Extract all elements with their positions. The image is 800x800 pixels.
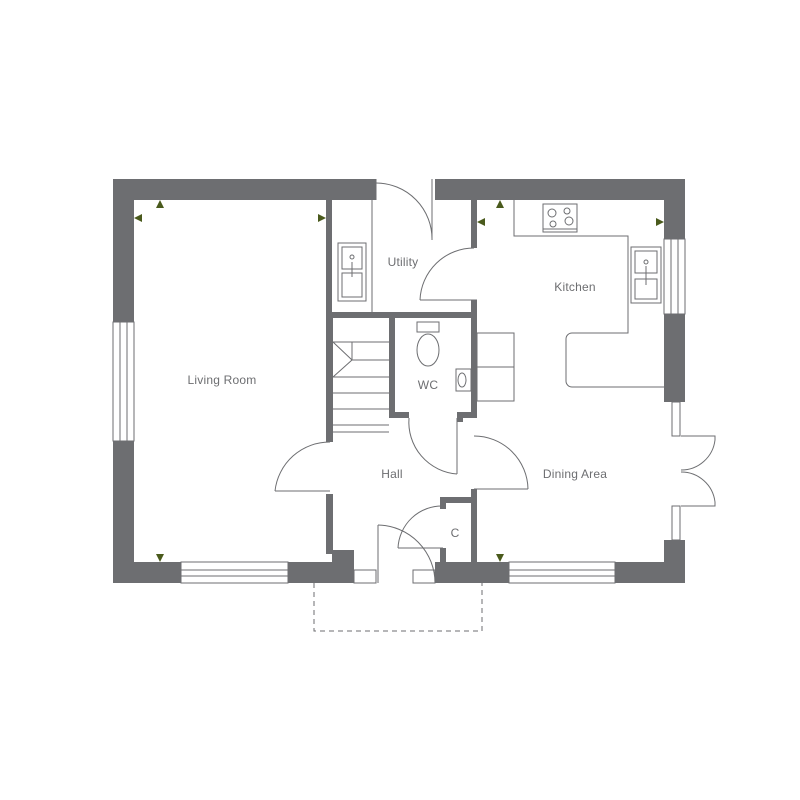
window-icon [112,238,686,584]
porch-canopy-outline [313,583,483,632]
basin-icon [455,368,472,392]
staircase-icon [332,341,389,433]
interior-walls [326,200,477,568]
door-swing-icon [274,179,716,584]
room-label-kitchen: Kitchen [554,280,595,294]
sink-icon [630,246,662,304]
exterior-walls [113,179,685,583]
room-label-wc: WC [418,378,439,392]
toilet-icon [416,321,440,367]
room-label-living-room: Living Room [188,373,257,387]
room-label-cupboard: C [451,526,460,540]
room-label-hall: Hall [381,467,402,481]
room-label-utility: Utility [388,255,419,269]
sink-icon [337,242,367,302]
kitchen-units [371,200,664,402]
measurement-marker-icon [134,200,664,562]
room-label-dining-area: Dining Area [543,467,607,481]
hob-icon [542,203,578,233]
